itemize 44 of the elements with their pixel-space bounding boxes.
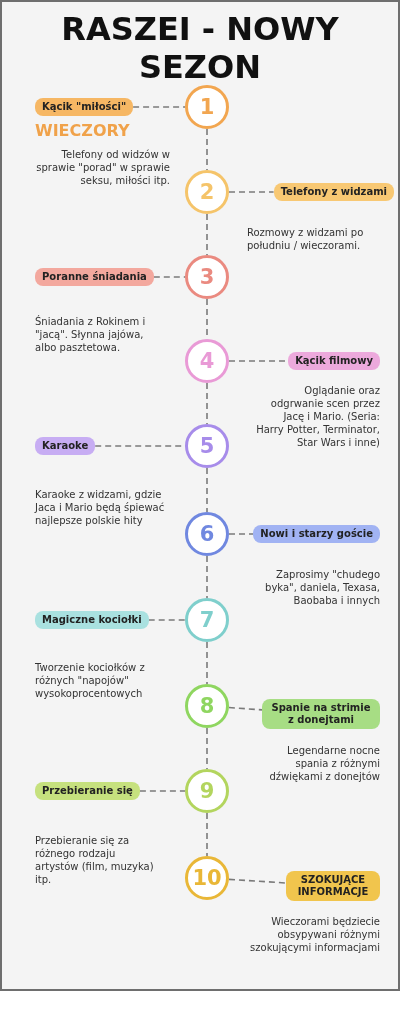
dashed-connector: [228, 706, 263, 711]
topic-label: Magiczne kociołki: [35, 611, 149, 629]
description-text: Śniadania z Rokinem i "jacą". Słynna jajówa, albo pasztetowa.: [35, 315, 147, 354]
dashed-connector: [228, 533, 255, 535]
description-text: Przebieranie się za różnego rodzaju artystów (film, muzyka) itp.: [35, 834, 155, 886]
dashed-connector: [228, 878, 287, 884]
step-number-circle: 4: [185, 339, 229, 383]
title: RASZEI - NOWY SEZON: [60, 10, 340, 86]
step-number-circle: 5: [185, 424, 229, 468]
step-number-circle: 10: [185, 856, 229, 900]
dashed-connector: [228, 191, 275, 193]
topic-label: Kącik filmowy: [288, 352, 380, 370]
dashed-connector: [132, 106, 186, 108]
description-text: Rozmowy z widzami po południu / wieczorami.: [247, 226, 365, 252]
topic-label: SZOKUJĄCE INFORMACJE: [286, 871, 380, 901]
topic-label: Telefony z widzami: [273, 183, 394, 201]
step-number-circle: 8: [185, 684, 229, 728]
step-number-circle: 1: [185, 85, 229, 129]
topic-label: Kącik "miłości": [35, 98, 134, 116]
description-text: Wieczorami będziecie obsypywani różnymi szokującymi informacjami: [249, 915, 380, 954]
description-text: Zaprosimy "chudego byka", daniela, Texasa, Baobaba i innych: [264, 568, 380, 607]
dashed-connector: [206, 555, 208, 599]
description-text: Karaoke z widzami, gdzie Jaca i Mario będą śpiewać najlepsze polskie hity: [35, 488, 165, 527]
dashed-connector: [153, 276, 186, 278]
topic-label: Nowi i starzy goście: [253, 525, 380, 543]
topic-label: Spanie na strimie z donejtami: [262, 699, 380, 729]
description-text: Tworzenie kociołków z różnych "napojów" wysokoprocentowych: [35, 661, 146, 700]
section-heading: WIECZORY: [35, 122, 130, 140]
step-number-circle: 9: [185, 769, 229, 813]
topic-label: Karaoke: [35, 437, 96, 455]
dashed-connector: [206, 467, 208, 513]
description-text: Telefony od widzów w sprawie "porad" w sprawie seksu, miłości itp.: [35, 148, 170, 187]
description-text: Oglądanie oraz odgrwanie scen przez Jacę i Mario. (Seria: Harry Potter, Terminator, Star Wars i inne): [256, 384, 380, 449]
topic-label: Przebieranie się: [35, 782, 140, 800]
step-number-circle: 7: [185, 598, 229, 642]
step-number-circle: 6: [185, 512, 229, 556]
dashed-connector: [206, 641, 208, 685]
step-number-circle: 3: [185, 255, 229, 299]
topic-label: Poranne śniadania: [35, 268, 154, 286]
dashed-connector: [206, 812, 208, 857]
step-number-circle: 2: [185, 170, 229, 214]
dashed-connector: [139, 790, 186, 792]
dashed-connector: [147, 619, 186, 621]
description-text: Legendarne nocne spania z różnymi dźwiękami z donejtów: [268, 744, 380, 783]
